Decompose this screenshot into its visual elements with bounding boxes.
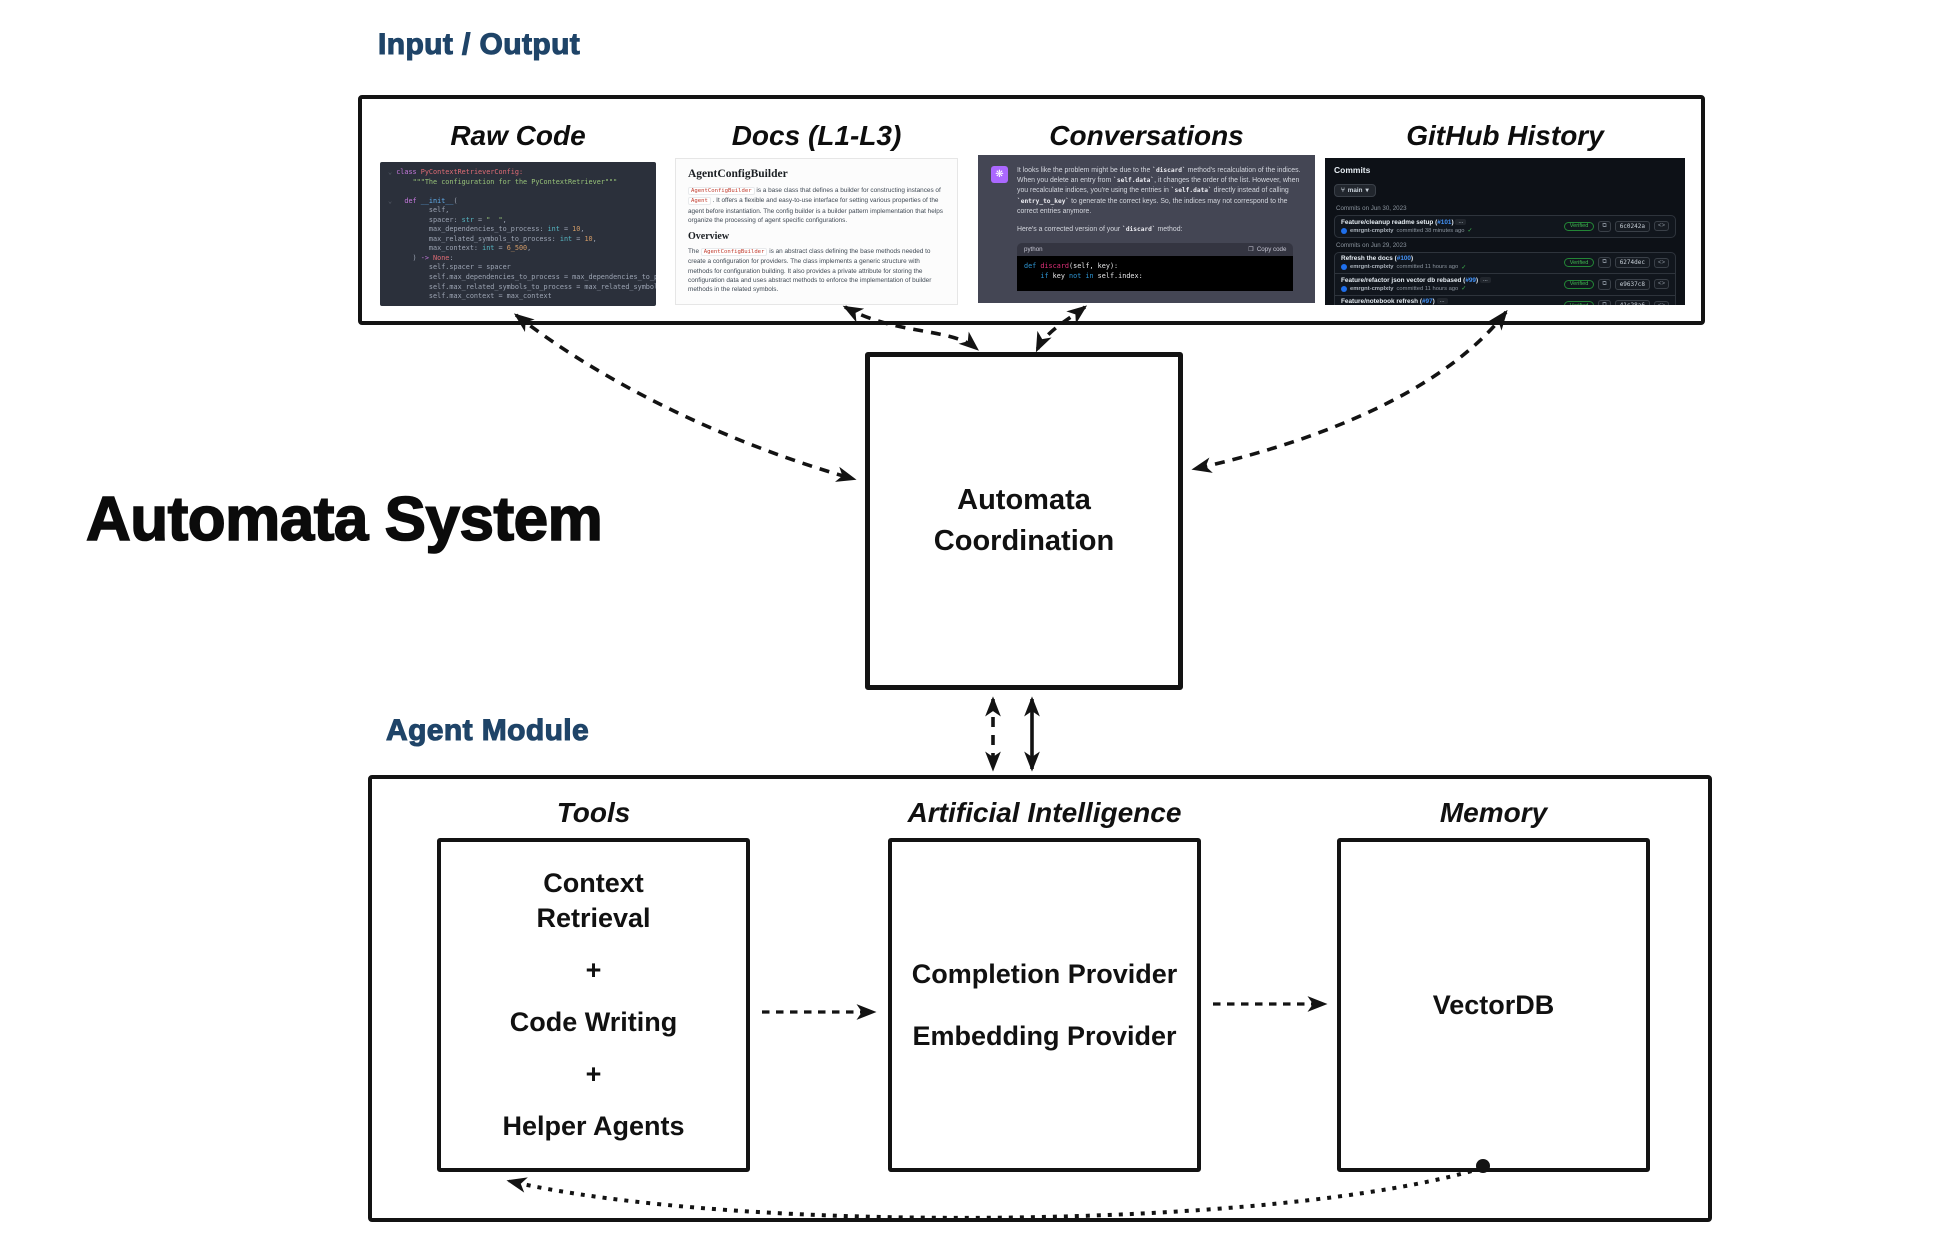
copy-sha-icon[interactable]: ⧉ xyxy=(1598,300,1611,305)
check-icon: ✓ xyxy=(1461,286,1467,292)
chat-code-body: def discard(self, key): if key not in se… xyxy=(1017,256,1294,292)
page-title: Automata System xyxy=(85,484,603,555)
copy-sha-icon[interactable]: ⧉ xyxy=(1598,257,1611,269)
arrow-rawcode-coordination xyxy=(513,313,857,482)
commit-pr-link[interactable]: #100 xyxy=(1396,255,1411,262)
memory-box: VectorDB xyxy=(1337,838,1650,1172)
commit-meta: committed 11 hours ago xyxy=(1396,285,1459,292)
code-language-label: python xyxy=(1024,246,1043,254)
tools-item: Context Retrieval xyxy=(536,868,651,933)
chat-paragraph-1: It looks like the problem might be due t… xyxy=(1017,167,1301,215)
commit-author[interactable]: emrgnt-cmplxty xyxy=(1350,285,1394,292)
verified-badge[interactable]: Verified xyxy=(1563,221,1595,231)
io-section-box xyxy=(358,95,1705,325)
agent-module-label: Agent Module xyxy=(385,713,590,747)
copy-sha-icon[interactable]: ⧉ xyxy=(1598,220,1611,232)
commit-pr-link[interactable]: #99 xyxy=(1465,276,1476,284)
author-avatar xyxy=(1341,285,1347,292)
commit-title-link[interactable]: Feature/refactor json vector db rebased … xyxy=(1341,276,1491,284)
github-history-label: GitHub History xyxy=(1406,120,1604,151)
check-icon: ✓ xyxy=(1467,228,1473,234)
copy-sha-icon[interactable]: ⧉ xyxy=(1598,278,1611,290)
verified-badge[interactable]: Verified xyxy=(1563,301,1595,305)
tools-item: Helper Agents xyxy=(502,1111,685,1141)
commit-hash-button[interactable]: e9637c8 xyxy=(1614,278,1650,290)
docs-thumbnail: AgentConfigBuilder AgentConfigBuilder is… xyxy=(675,158,958,305)
conversations-thumbnail: ❋ It looks like the problem might be due… xyxy=(978,155,1315,303)
commit-hash-button[interactable]: 6274dec xyxy=(1614,257,1650,269)
copy-code-button[interactable]: ❐ Copy code xyxy=(1248,246,1287,254)
browse-code-button[interactable]: <> xyxy=(1653,221,1669,232)
commit-row: Refresh the docs (#100) emrgnt-cmplxty co… xyxy=(1335,253,1675,274)
ai-item: Completion Provider xyxy=(911,958,1178,989)
tools-box-content: Context Retrieval + Code Writing + Helper Ag… xyxy=(502,866,684,1144)
check-icon: ✓ xyxy=(1461,264,1467,271)
browse-code-button[interactable]: <> xyxy=(1653,279,1669,290)
raw-code-label: Raw Code xyxy=(450,120,586,151)
tools-item: + xyxy=(585,955,602,985)
browse-code-button[interactable]: <> xyxy=(1653,257,1669,268)
memory-label: Memory xyxy=(1439,797,1548,828)
memory-box-content: VectorDB xyxy=(1433,988,1555,1023)
tools-item: Code Writing xyxy=(509,1007,678,1037)
caret-down-icon: ▾ xyxy=(1365,187,1369,194)
commit-title-link[interactable]: Feature/notebook refresh (#97) … xyxy=(1341,298,1467,305)
raw-code-thumbnail: ⌄ class PyContextRetrieverConfig: """The… xyxy=(380,162,656,306)
arrow-github-coordination xyxy=(1191,309,1508,473)
commit-hash-button[interactable]: 41c28a6 xyxy=(1614,300,1650,305)
commit-meta: committed 38 minutes ago xyxy=(1396,227,1465,234)
chat-code-block: python ❐ Copy code def discard(self, key… xyxy=(1017,243,1294,292)
agent-module-box xyxy=(368,775,1712,1222)
raw-code-editor: ⌄ class PyContextRetrieverConfig: """The… xyxy=(388,168,656,301)
verified-badge[interactable]: Verified xyxy=(1563,258,1595,268)
artificial-intelligence-label: Artificial Intelligence xyxy=(907,797,1182,828)
commit-author[interactable]: emrgnt-cmplxty xyxy=(1350,227,1394,234)
verified-badge[interactable]: Verified xyxy=(1563,279,1595,289)
github-commits-header: Commits xyxy=(1334,165,1371,175)
github-thumbnail: Commits ⑂ main ▾ Commits on Jun 30, 2023… xyxy=(1325,158,1685,305)
browse-code-button[interactable]: <> xyxy=(1653,300,1669,305)
commit-author[interactable]: emrgnt-cmplxty xyxy=(1350,264,1394,270)
commit-row: Feature/cleanup readme setup (#101) …emr… xyxy=(1335,216,1675,237)
commit-date-label: Commits on Jun 30, 2023 xyxy=(1336,205,1407,212)
commit-pr-link[interactable]: #101 xyxy=(1437,218,1452,226)
commit-hash-button[interactable]: 6c0242a xyxy=(1614,220,1650,232)
author-avatar xyxy=(1341,264,1347,270)
tools-label: Tools xyxy=(556,797,631,828)
commit-ellipsis-button[interactable]: … xyxy=(1436,298,1448,304)
commit-ellipsis-button[interactable]: … xyxy=(1479,276,1491,283)
assistant-avatar-icon: ❋ xyxy=(991,166,1008,183)
commit-ellipsis-button[interactable]: … xyxy=(1455,218,1467,225)
commit-meta: committed 11 hours ago xyxy=(1396,264,1459,270)
docs-subheading: Overview xyxy=(688,231,730,243)
docs-paragraph-1: AgentConfigBuilder is a base class that … xyxy=(688,187,943,224)
docs-paragraph-2: The AgentConfigBuilder is an abstract cl… xyxy=(688,248,932,294)
commit-title-link[interactable]: Refresh the docs (#100) xyxy=(1341,255,1414,262)
chat-paragraph-2: Here's a corrected version of your `disc… xyxy=(1017,226,1183,234)
commit-title-link[interactable]: Feature/cleanup readme setup (#101) … xyxy=(1341,218,1473,226)
commit-date-label: Commits on Jun 29, 2023 xyxy=(1336,241,1407,249)
docs-label: Docs (L1-L3) xyxy=(731,120,902,151)
commit-row: Feature/refactor json vector db rebased … xyxy=(1335,273,1675,295)
commit-pr-link[interactable]: #97 xyxy=(1421,298,1433,305)
tools-box: Context Retrieval + Code Writing + Helper Ag… xyxy=(437,838,750,1172)
coordination-label: Automata Coordination xyxy=(933,484,1115,557)
conversations-label: Conversations xyxy=(1049,120,1244,151)
author-avatar xyxy=(1341,227,1347,234)
copy-icon: ❐ xyxy=(1248,246,1254,254)
memory-item: VectorDB xyxy=(1432,989,1555,1020)
tools-item: + xyxy=(585,1059,602,1089)
commit-row: Feature/notebook refresh (#97) …emrgnt-c… xyxy=(1335,294,1675,305)
ai-item: Embedding Provider xyxy=(912,1020,1177,1051)
branch-icon: ⑂ xyxy=(1341,187,1345,194)
branch-selector-button[interactable]: ⑂ main ▾ xyxy=(1334,184,1376,197)
docs-heading: AgentConfigBuilder xyxy=(688,168,788,180)
commit-card: Feature/cleanup readme setup (#101) …emr… xyxy=(1334,215,1676,238)
io-section-label: Input / Output xyxy=(377,27,581,61)
coordination-box: Automata Coordination xyxy=(865,352,1183,690)
commit-card: Refresh the docs (#100) emrgnt-cmplxty co… xyxy=(1334,251,1676,305)
